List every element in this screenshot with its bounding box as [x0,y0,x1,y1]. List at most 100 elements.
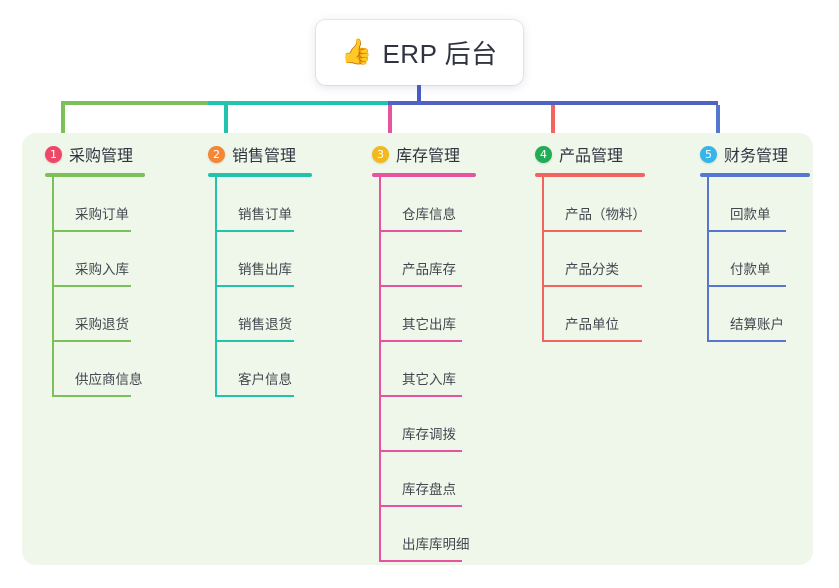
branch-item[interactable]: 产品库存 [372,232,476,287]
branch-item-label: 销售订单 [238,207,292,222]
branch-title: 采购管理 [69,148,134,165]
branch-item[interactable]: 采购订单 [45,177,145,232]
branch-title: 财务管理 [724,148,789,165]
branch-item-underline [708,340,786,342]
connector-drop-2 [224,105,228,136]
branch-header-4[interactable]: 4 产品管理 [535,141,645,167]
branch-spine [215,177,217,397]
branch-header-1[interactable]: 1 采购管理 [45,141,145,167]
branch-item-label: 付款单 [730,262,771,277]
branch-item-label: 结算账户 [730,317,784,332]
branch-item[interactable]: 产品单位 [535,287,645,342]
branch-item-underline [53,285,131,287]
branch-title: 产品管理 [559,148,624,165]
connector-hbar-segment [551,101,718,105]
branch-item-underline [543,230,642,232]
branch-column-5: 5 财务管理回款单付款单结算账户 [700,141,810,342]
connector-hbar-segment [61,101,208,105]
branch-item[interactable]: 采购入库 [45,232,145,287]
branch-item[interactable]: 销售出库 [208,232,312,287]
branch-number-badge: 5 [700,145,717,163]
branch-item-underline [53,230,131,232]
connector-hbar-segment [208,101,388,105]
branch-items: 采购订单采购入库采购退货供应商信息 [45,177,145,397]
branch-items: 回款单付款单结算账户 [700,177,810,342]
branch-item[interactable]: 出库库明细 [372,507,476,562]
branch-item[interactable]: 产品分类 [535,232,645,287]
branch-underline [208,173,312,177]
branch-spine [542,177,544,342]
branch-spine [52,177,54,397]
branch-item-underline [380,340,462,342]
branch-item-underline [380,450,462,452]
branch-item-underline [543,285,642,287]
branch-number-badge: 3 [372,145,389,163]
branch-item[interactable]: 付款单 [700,232,810,287]
branch-item-label: 出库库明细 [402,537,470,552]
branch-title: 销售管理 [232,148,297,165]
branch-item-label: 供应商信息 [75,372,143,387]
branch-item-label: 采购入库 [75,262,129,277]
branch-item[interactable]: 库存调拨 [372,397,476,452]
branch-item[interactable]: 供应商信息 [45,342,145,397]
branch-item[interactable]: 销售订单 [208,177,312,232]
branch-items: 仓库信息产品库存其它出库其它入库库存调拨库存盘点出库库明细 [372,177,476,562]
branch-items: 产品（物料） 产品分类产品单位 [535,177,646,342]
branch-item-label: 采购退货 [75,317,129,332]
branch-item[interactable]: 仓库信息 [372,177,476,232]
branch-item-underline [53,395,131,397]
connector-drop-4 [551,105,555,136]
root-node[interactable]: 👍 ERP 后台 [316,20,523,85]
branch-item-underline [216,340,294,342]
branch-item-label: 客户信息 [238,372,292,387]
branch-spine [707,177,709,342]
connector-drop-1 [61,105,65,136]
branch-item-underline [708,230,786,232]
branch-column-4: 4 产品管理产品（物料） 产品分类产品单位 [535,141,646,342]
branch-item-underline [543,340,642,342]
branch-item[interactable]: 客户信息 [208,342,312,397]
thumbs-up-icon: 👍 [341,38,373,66]
branch-spine [379,177,381,562]
branch-item-label: 产品（物料） [565,207,646,222]
branch-item[interactable]: 库存盘点 [372,452,476,507]
connector-drop-3 [388,105,392,136]
branch-item[interactable]: 其它入库 [372,342,476,397]
branch-item[interactable]: 结算账户 [700,287,810,342]
branch-item-label: 仓库信息 [402,207,456,222]
branch-item[interactable]: 采购退货 [45,287,145,342]
branch-number-badge: 4 [535,145,552,163]
branch-item-underline [380,230,462,232]
branch-item[interactable]: 销售退货 [208,287,312,342]
branch-number-badge: 1 [45,145,62,163]
branch-item-underline [216,395,294,397]
branch-item-label: 采购订单 [75,207,129,222]
branch-item-label: 回款单 [730,207,771,222]
branch-item-label: 产品分类 [565,262,619,277]
connector-drop-5 [716,105,720,136]
branch-item-label: 产品单位 [565,317,619,332]
branch-header-5[interactable]: 5 财务管理 [700,141,810,167]
branch-item[interactable]: 回款单 [700,177,810,232]
root-stem-connector [417,85,421,103]
branch-item-label: 其它入库 [402,372,456,387]
branch-item-underline [380,505,462,507]
branch-item-underline [380,285,462,287]
root-node-title: ERP 后台 [382,39,498,69]
branch-item[interactable]: 其它出库 [372,287,476,342]
branch-item-underline [216,230,294,232]
branch-underline [700,173,810,177]
branch-item-underline [380,395,462,397]
branch-item[interactable]: 产品（物料） [535,177,646,232]
branch-item-label: 其它出库 [402,317,456,332]
branch-item-underline [53,340,131,342]
connector-hbar-segment [388,101,551,105]
branch-underline [372,173,476,177]
branch-underline [535,173,645,177]
branch-item-label: 销售出库 [238,262,292,277]
